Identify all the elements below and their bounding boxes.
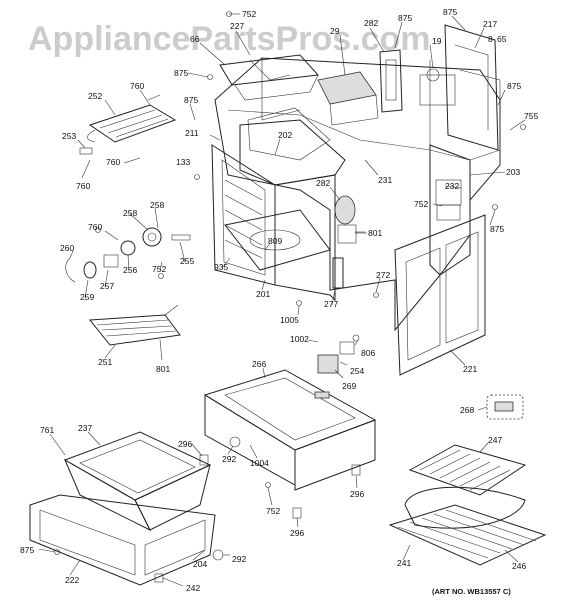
part-label: 222 — [65, 575, 79, 585]
control-housing — [317, 71, 379, 126]
top-frame-bracket — [219, 54, 320, 101]
part-label: 65 — [497, 34, 507, 44]
art-number-label: (ART NO. WB13557 C) — [432, 587, 511, 596]
part-label: 282 — [316, 178, 330, 188]
back-cover-panel — [426, 24, 499, 151]
part-label: 19 — [432, 36, 442, 46]
element-bracket — [79, 147, 93, 155]
part-label: 253 — [62, 131, 76, 141]
part-label: 237 — [78, 423, 92, 433]
part-label: 1004 — [250, 458, 269, 468]
leader-lines — [38, 13, 526, 587]
drawer-front — [29, 494, 216, 586]
bake-element — [89, 304, 181, 346]
part-label: 252 — [88, 91, 102, 101]
oven-light-assembly — [334, 195, 365, 244]
part-label: 752 — [242, 9, 256, 19]
part-label: 269 — [342, 381, 356, 391]
part-label: 268 — [460, 405, 474, 415]
part-label: 875 — [20, 545, 34, 555]
part-label: 211 — [185, 128, 199, 138]
lamp-receptacle-box — [486, 394, 524, 420]
part-label: 760 — [76, 181, 90, 191]
terminal-block — [317, 334, 360, 374]
right-side-panel — [429, 144, 471, 276]
part-label: 259 — [80, 292, 94, 302]
oven-cavity-floor — [224, 209, 331, 271]
part-label: 217 — [483, 19, 497, 29]
part-label: 242 — [186, 583, 200, 593]
part-label: 1002 — [290, 334, 309, 344]
oven-rack — [388, 504, 547, 566]
part-number-labels: 752 227 66 875 29 282 875 875 19 217 8 6… — [20, 7, 538, 593]
part-label: 258 — [123, 208, 137, 218]
part-label: 256 — [123, 265, 137, 275]
part-label: 760 — [106, 157, 120, 167]
part-label: 755 — [524, 111, 538, 121]
part-label: 254 — [350, 366, 364, 376]
side-panel-right — [394, 214, 486, 376]
part-label: 875 — [507, 81, 521, 91]
back-panel-vent — [419, 74, 456, 106]
part-label: 809 — [268, 236, 282, 246]
part-label: 66 — [190, 34, 200, 44]
part-label: 760 — [130, 81, 144, 91]
part-label: 875 — [490, 224, 504, 234]
part-label: 752 — [152, 264, 166, 274]
part-label: 203 — [506, 167, 520, 177]
part-label: 292 — [232, 554, 246, 564]
part-label: 266 — [252, 359, 266, 369]
part-label: 292 — [222, 454, 236, 464]
part-label: 761 — [40, 425, 54, 435]
part-label: 258 — [150, 200, 164, 210]
part-label: 241 — [397, 558, 411, 568]
part-label: 204 — [193, 559, 207, 569]
part-label: 296 — [178, 439, 192, 449]
part-label: 875 — [174, 68, 188, 78]
part-label: 752 — [414, 199, 428, 209]
part-label: 277 — [324, 299, 338, 309]
part-label: 752 — [266, 506, 280, 516]
part-label: 760 — [88, 222, 102, 232]
part-label: 201 — [256, 289, 270, 299]
part-label: 29 — [330, 26, 340, 36]
part-label: 251 — [98, 357, 112, 367]
part-label: 801 — [156, 364, 170, 374]
part-label: 257 — [100, 281, 114, 291]
part-label: 133 — [176, 157, 190, 167]
drawer-base-frame — [203, 369, 377, 491]
part-label: 296 — [350, 489, 364, 499]
infinite-switch-parts — [65, 227, 191, 283]
part-label: 801 — [368, 228, 382, 238]
part-label: 255 — [180, 256, 194, 266]
side-bracket — [332, 257, 344, 289]
part-label: 282 — [364, 18, 378, 28]
part-label: 875 — [398, 13, 412, 23]
vent-duct — [379, 49, 403, 113]
part-label: 232 — [445, 181, 459, 191]
part-label: 247 — [488, 435, 502, 445]
part-label: 260 — [60, 243, 74, 253]
part-label: 296 — [290, 528, 304, 538]
part-label: 875 — [443, 7, 457, 17]
part-label: 935 — [214, 262, 228, 272]
part-label: 272 — [376, 270, 390, 280]
part-label: 1005 — [280, 315, 299, 325]
part-label: 875 — [184, 95, 198, 105]
drawer-pan — [63, 431, 212, 532]
part-label: 8 — [488, 34, 493, 44]
broiler-pan — [404, 444, 527, 529]
broil-element — [87, 94, 177, 143]
part-label: 221 — [463, 364, 477, 374]
part-label: 202 — [278, 130, 292, 140]
watermark-text: AppliancePartsPros.com — [28, 20, 430, 58]
part-label: 227 — [230, 21, 244, 31]
part-label: 231 — [378, 175, 392, 185]
part-label: 246 — [512, 561, 526, 571]
part-label: 806 — [361, 348, 375, 358]
